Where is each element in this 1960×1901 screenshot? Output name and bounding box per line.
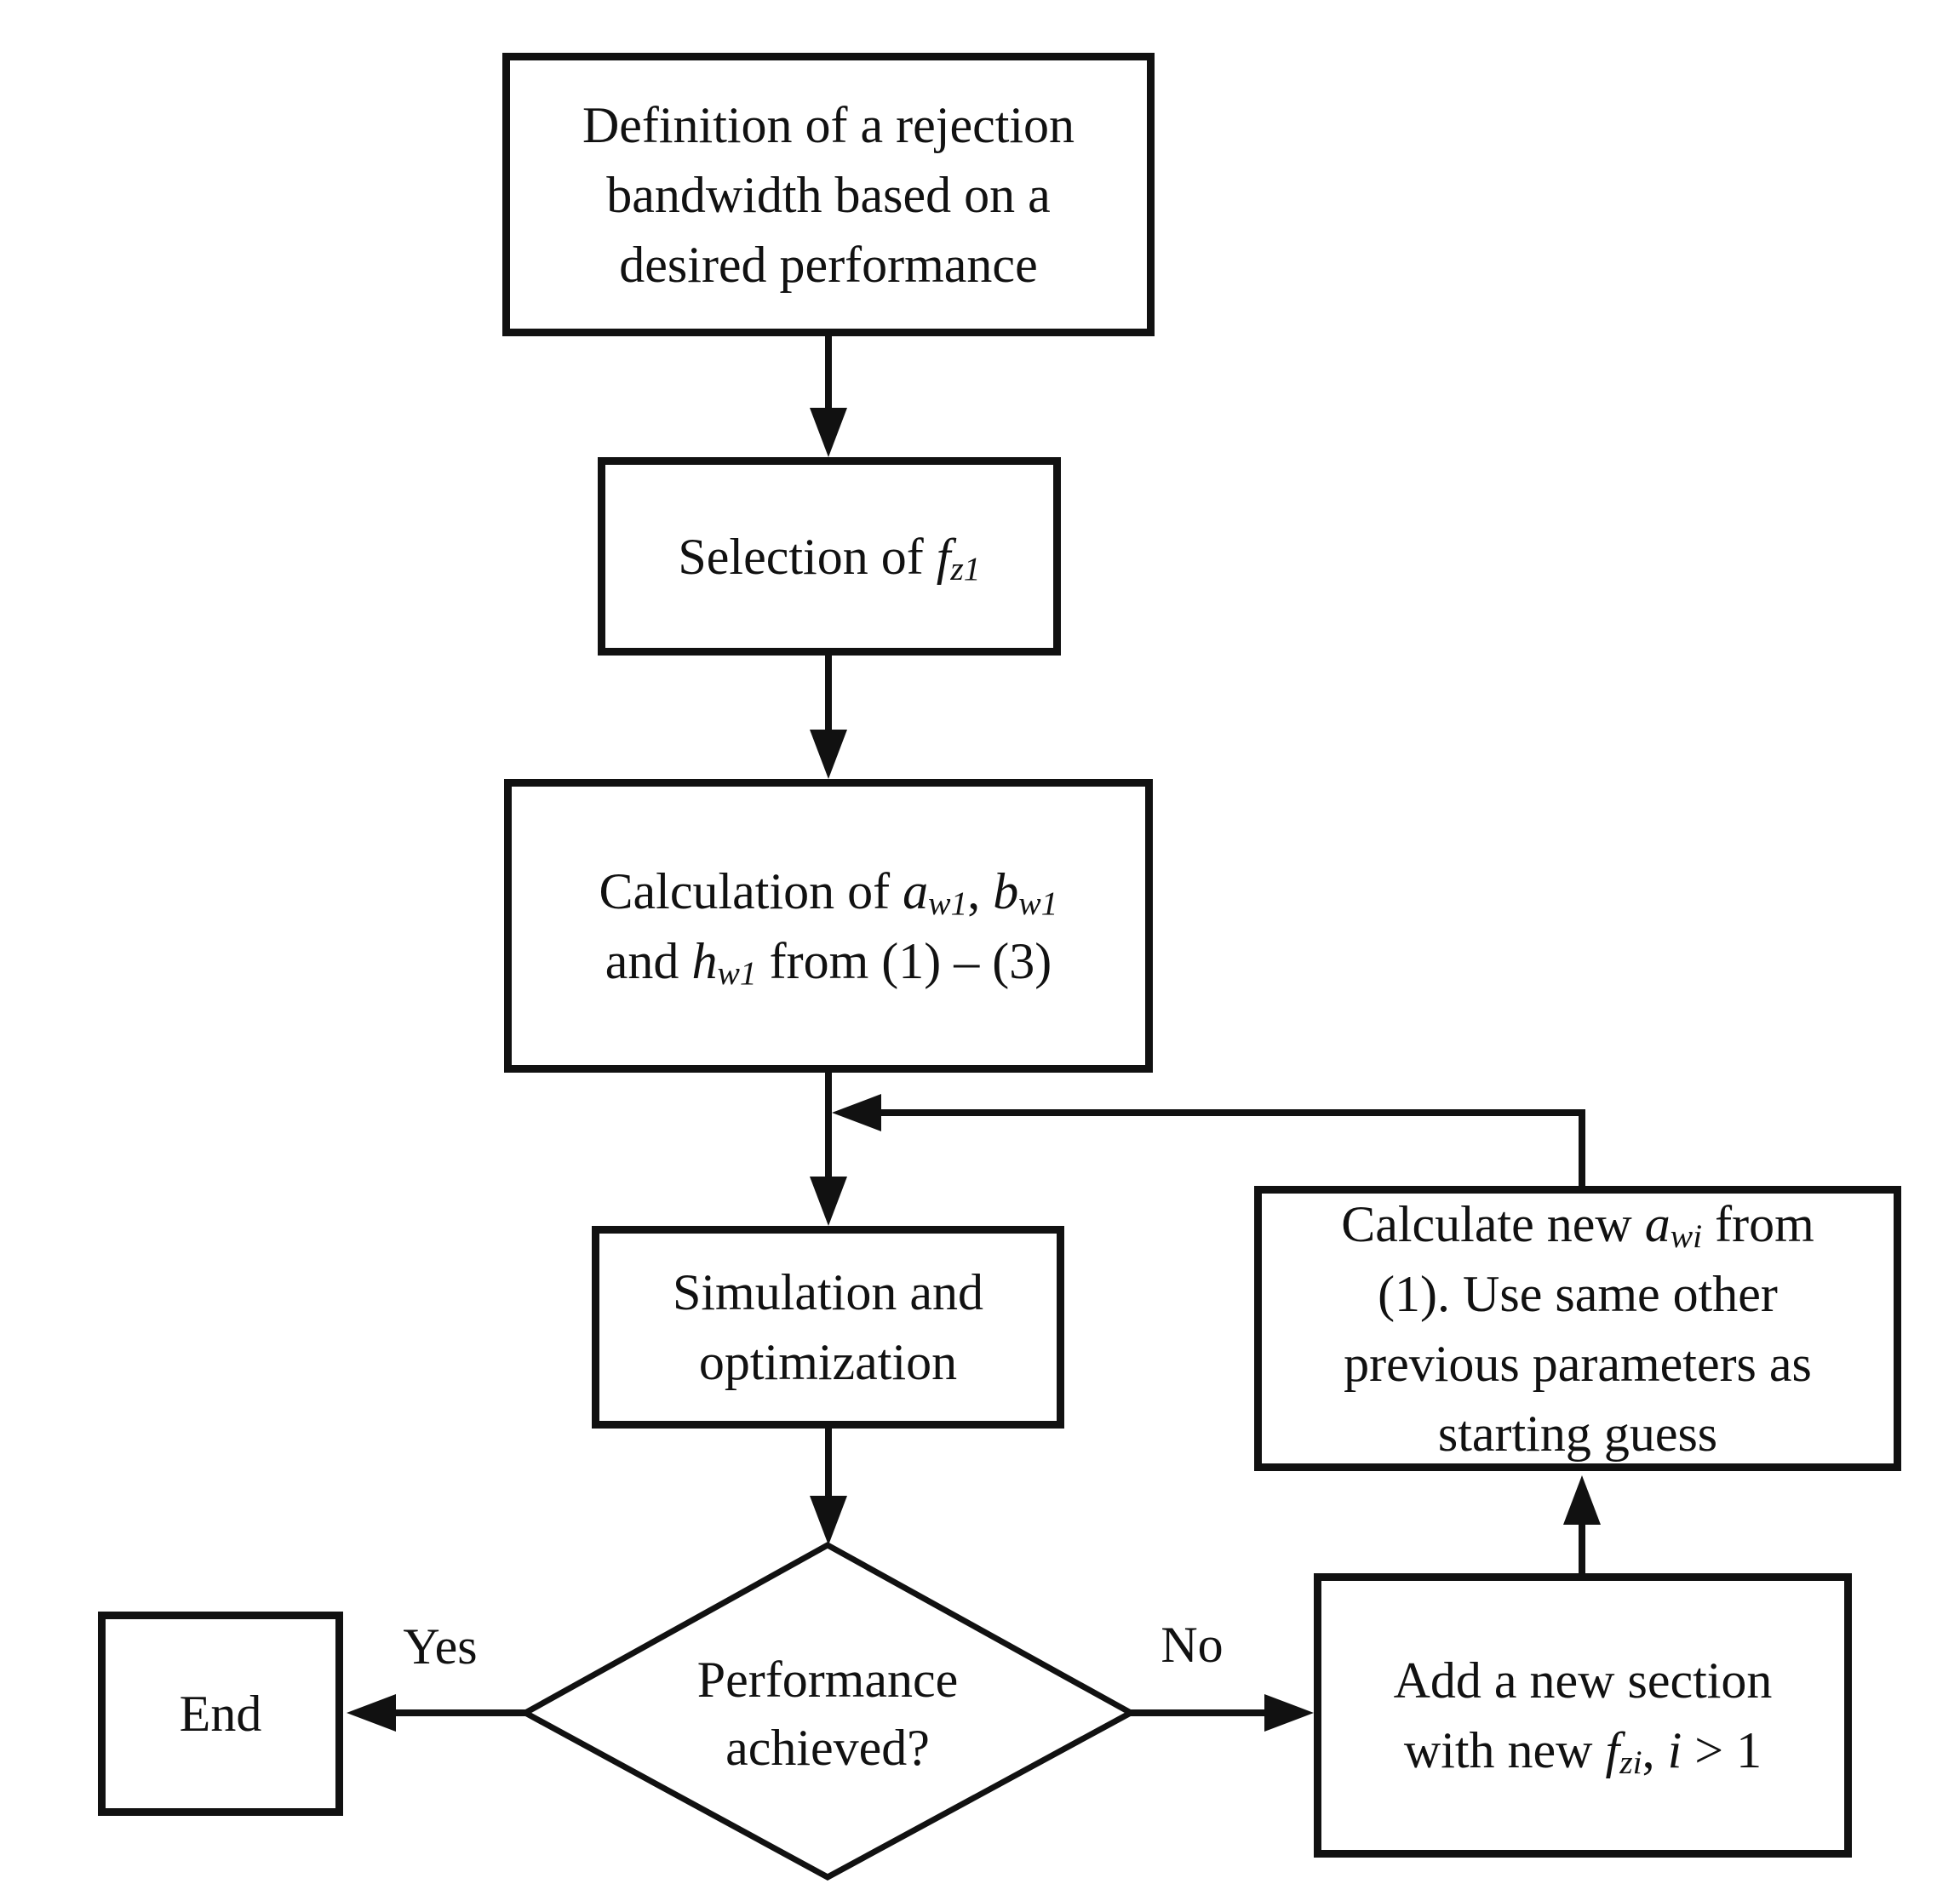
node-end-text: End [179, 1686, 262, 1742]
decision-diamond-shape [519, 1541, 1138, 1881]
arrowhead-down-icon [810, 1496, 847, 1545]
arrowhead-left-icon [347, 1694, 396, 1732]
node-calc-new-awi-text: Calculate new awi from(1). Use same othe… [1341, 1195, 1814, 1462]
arrowhead-left-icon [832, 1094, 881, 1131]
arrowhead-down-icon [810, 408, 847, 457]
arrowhead-down-icon [810, 1177, 847, 1226]
label-no: No [1161, 1617, 1224, 1673]
node-selection-box: Selection of fz1 [598, 457, 1061, 656]
feedback-line-calc-new-to-junction [881, 1109, 1585, 1186]
arrowhead-right-icon [1264, 1694, 1314, 1732]
label-yes: Yes [403, 1618, 478, 1675]
node-end-box: End [98, 1612, 343, 1816]
node-selection-text: Selection of fz1 [678, 528, 981, 587]
node-calc-new-awi-box: Calculate new awi from(1). Use same othe… [1254, 1186, 1901, 1471]
arrowhead-up-icon [1563, 1475, 1601, 1525]
arrowhead-down-icon [810, 730, 847, 779]
